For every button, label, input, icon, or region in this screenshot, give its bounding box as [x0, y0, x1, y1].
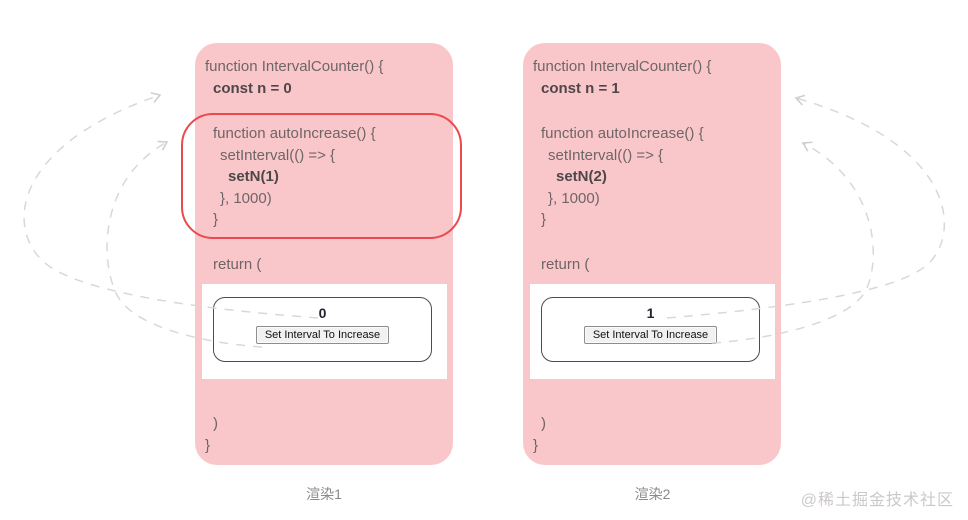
set-interval-button[interactable]: Set Interval To Increase [255, 326, 390, 344]
rendered-output-box: 0 Set Interval To Increase [202, 284, 447, 379]
code-line: ) [213, 415, 218, 432]
code-line: } [213, 211, 219, 228]
render-label-2: 渲染2 [634, 486, 671, 502]
code-line-setstate: setN(1) [228, 168, 279, 185]
code-line: } [533, 436, 539, 454]
code-line: return ( [541, 255, 590, 273]
code-line: setInterval(() => { [220, 146, 336, 164]
render-card-1: function IntervalCounter() { const n = 0… [195, 43, 453, 465]
set-interval-button[interactable]: Set Interval To Increase [583, 326, 718, 344]
watermark: @稀土掘金技术社区 [800, 492, 954, 509]
code-line: } [205, 436, 211, 454]
code-line: return ( [213, 255, 262, 273]
code-line: function IntervalCounter() { [205, 58, 384, 75]
code-line: function IntervalCounter() { [533, 58, 712, 75]
render-card-2: function IntervalCounter() { const n = 1… [523, 43, 781, 465]
code-line-state: const n = 0 [213, 79, 292, 97]
code-line-setstate: setN(2) [556, 168, 607, 185]
counter-component-frame: 0 Set Interval To Increase [213, 297, 432, 362]
code-line-state: const n = 1 [541, 79, 620, 97]
render-label-1: 渲染1 [306, 486, 342, 502]
code-line: function autoIncrease() { [541, 125, 704, 142]
code-line: }, 1000) [548, 189, 600, 207]
counter-component-frame: 1 Set Interval To Increase [541, 297, 760, 362]
code-line: } [541, 211, 547, 228]
code-line: }, 1000) [220, 189, 272, 207]
code-line: function autoIncrease() { [213, 125, 376, 142]
counter-value: 1 [646, 305, 655, 321]
rendered-output-box: 1 Set Interval To Increase [530, 284, 775, 379]
code-line: ) [541, 415, 546, 432]
counter-value: 0 [318, 305, 327, 321]
code-line: setInterval(() => { [548, 146, 664, 164]
